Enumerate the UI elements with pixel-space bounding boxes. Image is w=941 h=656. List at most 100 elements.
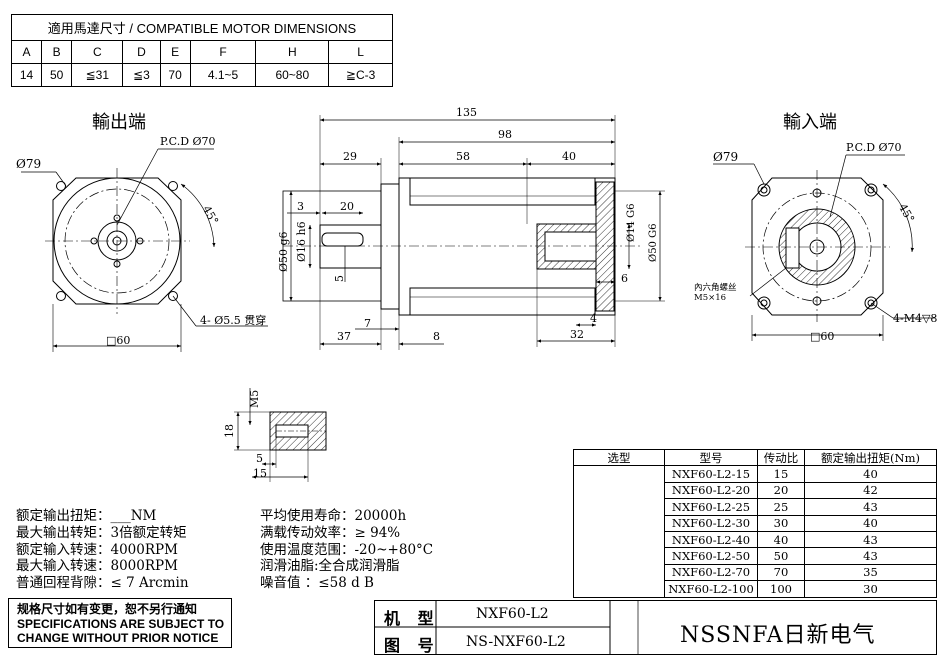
model-header-type: 型号 bbox=[664, 448, 758, 467]
dim-sq-left: □60 bbox=[106, 334, 130, 347]
mount-hole bbox=[56, 181, 66, 191]
face-hole bbox=[113, 214, 121, 222]
compat-value: 50 bbox=[41, 63, 73, 87]
model-cell: NXF60-L2-40 bbox=[664, 530, 758, 549]
dim-6: 6 bbox=[621, 272, 628, 285]
dim-5b: 5 bbox=[256, 452, 263, 465]
dim-m5: M5 bbox=[248, 390, 261, 408]
model-cell: NXF60-L2-30 bbox=[664, 514, 758, 532]
detail-section bbox=[234, 388, 327, 482]
mount-hole bbox=[757, 183, 771, 197]
dim-18: 18 bbox=[223, 424, 236, 438]
body-rib-bottom bbox=[409, 287, 596, 316]
compat-value: 4.1~5 bbox=[189, 63, 257, 87]
spec-line: 普通回程背隙：≤ 7 Arcmin bbox=[16, 575, 189, 592]
dim-98: 98 bbox=[498, 128, 512, 141]
input-bore bbox=[544, 231, 597, 262]
compat-header: E bbox=[159, 40, 191, 64]
screw-label: 內六角螺丝 bbox=[694, 282, 737, 293]
torque-cell: 35 bbox=[804, 563, 937, 582]
dim-d79-left: Ø79 bbox=[16, 157, 41, 171]
spec-line: 最大输出转矩：3倍额定转矩 bbox=[16, 524, 187, 541]
dim-d14g6: Ø14 G6 bbox=[626, 204, 637, 242]
compat-value: ≦3 bbox=[122, 63, 161, 87]
drawing-canvas: 輸出端 輸入端 Ø79 P.C.D Ø70 45° 4- Ø5.5 贯穿 □60 bbox=[16, 106, 937, 482]
spec-line: 润滑油脂:全合成润滑脂 bbox=[260, 558, 400, 575]
compat-table-title: 適用馬達尺寸 / COMPATIBLE MOTOR DIMENSIONS bbox=[11, 14, 393, 41]
dim-sq-right: □60 bbox=[810, 330, 834, 343]
clamp-screw bbox=[785, 227, 800, 269]
title-block bbox=[374, 600, 937, 655]
dim-58: 58 bbox=[456, 150, 470, 163]
change-notice: 规格尺寸如有变更，恕不另行通知 SPECIFICATIONS ARE SUBJE… bbox=[8, 598, 232, 648]
body-rib-top bbox=[409, 177, 596, 206]
dim-holes-right: 4-M4▽8 bbox=[893, 312, 937, 325]
ratio-cell: 20 bbox=[757, 481, 805, 500]
dim-20: 20 bbox=[340, 200, 354, 213]
torque-cell: 30 bbox=[804, 580, 937, 598]
dim-angle-left: 45° bbox=[200, 204, 221, 227]
torque-cell: 40 bbox=[804, 465, 937, 483]
specs-left: 额定输出扭矩：___NM 最大输出转矩：3倍额定转矩 额定输入转速：4000RP… bbox=[16, 508, 189, 592]
dim-40: 40 bbox=[562, 150, 576, 163]
compat-motor-table: 適用馬達尺寸 / COMPATIBLE MOTOR DIMENSIONS A B… bbox=[10, 14, 393, 87]
model-value: NXF60-L2 bbox=[476, 606, 549, 622]
model-header-select: 选型 bbox=[573, 448, 665, 467]
model-cell: NXF60-L2-25 bbox=[664, 498, 758, 516]
model-cell: NXF60-L2-15 bbox=[664, 465, 758, 483]
model-cell: NXF60-L2-70 bbox=[664, 563, 758, 582]
dim-32: 32 bbox=[570, 328, 584, 341]
dim-d50g6b: Ø50 G6 bbox=[648, 224, 659, 262]
torque-cell: 40 bbox=[804, 514, 937, 532]
output-flange-outline bbox=[52, 177, 182, 305]
notice-line-cn: 规格尺寸如有变更，恕不另行通知 bbox=[17, 602, 198, 616]
mount-hole bbox=[56, 291, 66, 301]
compat-value: 70 bbox=[159, 63, 191, 87]
notice-line-en1: SPECIFICATIONS ARE SUBJECT TO bbox=[17, 616, 225, 631]
dim-4: 4 bbox=[590, 312, 597, 325]
drawing-value: NS-NXF60-L2 bbox=[466, 634, 566, 650]
torque-cell: 43 bbox=[804, 498, 937, 516]
mount-hole bbox=[757, 296, 771, 310]
specs-right: 平均使用寿命：20000h 满载传动效率：≥ 94% 使用温度范围：-20~+8… bbox=[260, 508, 433, 592]
spec-line: 额定输入转速：4000RPM bbox=[16, 541, 178, 558]
brand-name: NSSNFA日新电气 bbox=[680, 623, 876, 648]
dim-3: 3 bbox=[297, 200, 304, 213]
spec-line: 额定输出扭矩：___NM bbox=[16, 508, 157, 524]
mount-hole bbox=[864, 296, 878, 310]
input-end-label: 輸入端 bbox=[783, 112, 837, 133]
compat-value: 60~80 bbox=[255, 63, 330, 87]
ratio-cell: 25 bbox=[757, 498, 805, 516]
mount-hole bbox=[168, 181, 178, 191]
spec-line: 噪音值 ：≤58 d B bbox=[260, 575, 374, 592]
dim-37: 37 bbox=[337, 330, 351, 343]
ratio-cell: 15 bbox=[757, 465, 805, 483]
compat-header: D bbox=[122, 40, 161, 64]
torque-cell: 43 bbox=[804, 530, 937, 549]
input-flange-outline bbox=[751, 177, 884, 316]
spec-line: 最大输入转速：8000RPM bbox=[16, 558, 178, 575]
torque-cell: 42 bbox=[804, 481, 937, 500]
compat-value: ≦31 bbox=[71, 63, 124, 87]
dim-pcd-left: P.C.D Ø70 bbox=[160, 135, 216, 148]
output-end-view bbox=[21, 148, 268, 352]
dim-pcd-right: P.C.D Ø70 bbox=[846, 141, 902, 154]
mount-hole bbox=[864, 183, 878, 197]
dim-holes-left: 4- Ø5.5 贯穿 bbox=[200, 313, 266, 327]
compat-value: 14 bbox=[10, 63, 43, 87]
dim-29: 29 bbox=[343, 150, 357, 163]
spec-line: 平均使用寿命：20000h bbox=[260, 508, 407, 524]
ratio-cell: 50 bbox=[757, 547, 805, 565]
model-label: 机 型 bbox=[384, 609, 440, 628]
spec-line: 使用温度范围：-20~+80°C bbox=[260, 541, 434, 558]
ratio-cell: 70 bbox=[757, 563, 805, 582]
notice-line-en2: CHANGE WITHOUT PRIOR NOTICE bbox=[17, 631, 219, 645]
model-header-torque: 额定输出扭矩(Nm) bbox=[804, 448, 937, 467]
select-column bbox=[573, 465, 665, 598]
keyway bbox=[321, 232, 364, 247]
dim-15: 15 bbox=[253, 467, 267, 480]
ratio-cell: 40 bbox=[757, 530, 805, 549]
model-header-ratio: 传动比 bbox=[757, 448, 805, 467]
dim-d16h6: Ø16 h6 bbox=[295, 221, 308, 262]
